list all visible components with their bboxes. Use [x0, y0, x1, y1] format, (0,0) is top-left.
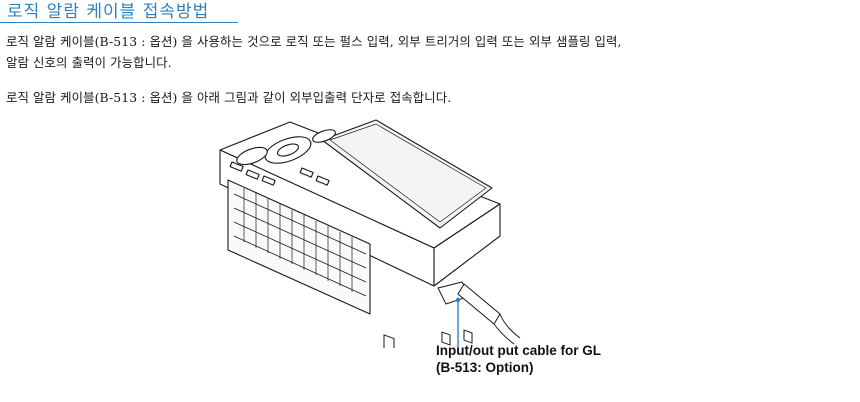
- body-line-3: 로직 알람 케이블(B-513 : 옵션) 을 아래 그림과 같이 외부입출력 …: [6, 90, 452, 105]
- figure-caption: Input/out put cable for GL (B-513: Optio…: [436, 342, 601, 376]
- power-port: [383, 334, 395, 348]
- device-illustration: [219, 119, 521, 348]
- body-line-2: 알람 신호의 출력이 가능합니다.: [6, 55, 172, 70]
- device-screen: [321, 119, 493, 229]
- section-heading-text: 로직 알람 케이블 접속방법: [7, 2, 210, 22]
- caption-line-2: (B-513: Option): [436, 360, 534, 375]
- logic-alarm-cable: [437, 281, 521, 345]
- body-line-1: 로직 알람 케이블(B-513 : 옵션) 을 사용하는 것으로 로직 또는 펄…: [6, 34, 622, 49]
- caption-line-1: Input/out put cable for GL: [436, 343, 601, 358]
- terminal-block: [227, 179, 371, 315]
- section-heading: 로직 알람 케이블 접속방법: [0, 0, 238, 23]
